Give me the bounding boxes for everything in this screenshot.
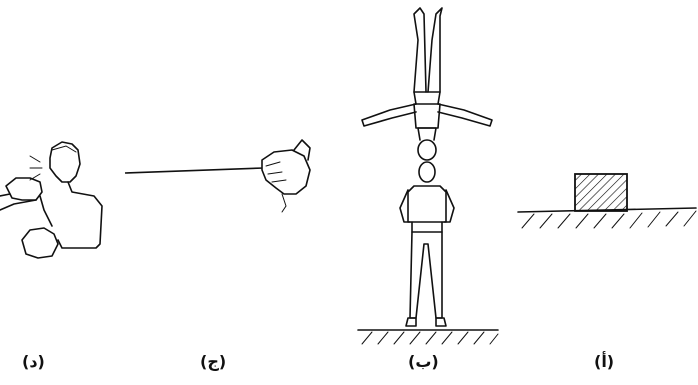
inverted-acrobat xyxy=(362,8,492,160)
caption-a: (أ) xyxy=(594,352,614,371)
standing-man xyxy=(400,162,454,326)
panel-j-hand-pulling-string xyxy=(125,140,310,212)
caption-j: (ج) xyxy=(200,352,226,371)
panel-a-box-on-ground xyxy=(518,174,696,228)
box xyxy=(575,174,627,211)
caption-d: (د) xyxy=(22,352,45,371)
string xyxy=(125,168,264,173)
panel-d-boxer xyxy=(0,142,102,258)
caption-b: (ب) xyxy=(408,352,439,371)
panel-b-acrobats xyxy=(358,8,498,344)
